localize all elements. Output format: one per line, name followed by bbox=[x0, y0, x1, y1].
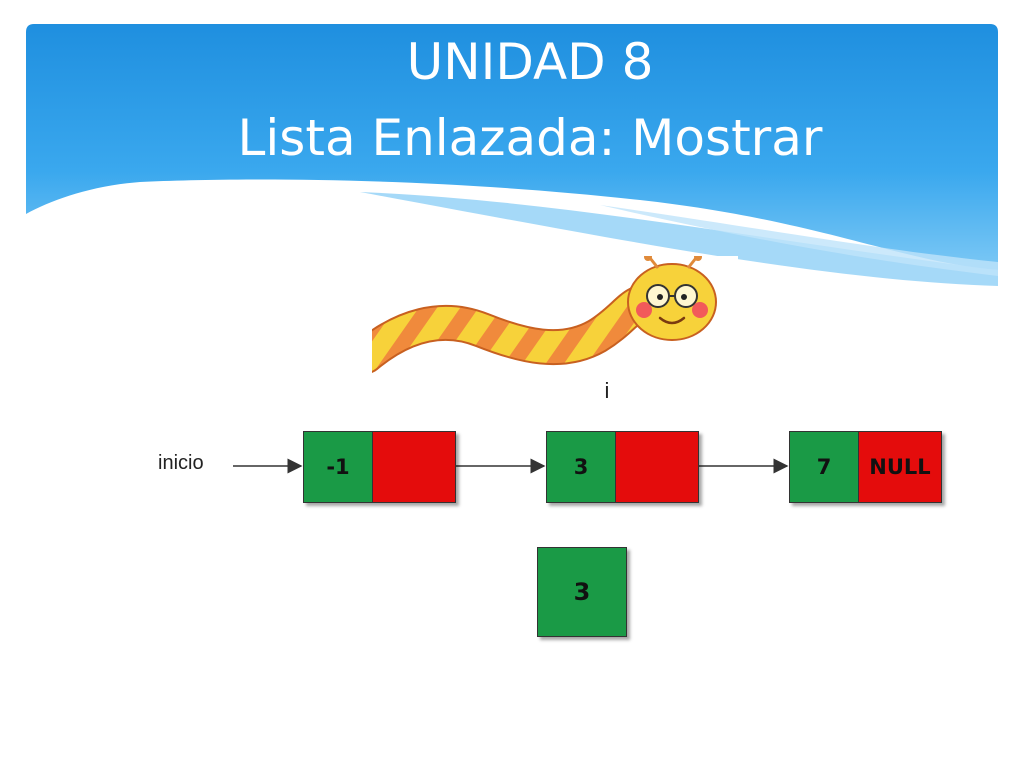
worm-icon bbox=[372, 256, 717, 373]
node-value-field: 3 bbox=[547, 432, 616, 502]
title-unit: UNIDAD 8 bbox=[406, 33, 654, 91]
node-pointer-field: NULL bbox=[859, 432, 941, 502]
list-node: 3 bbox=[546, 431, 699, 503]
worm-illustration bbox=[372, 256, 738, 374]
node-value-field: 7 bbox=[790, 432, 859, 502]
node-pointer-field bbox=[373, 432, 455, 502]
node-pointer-field bbox=[616, 432, 698, 502]
list-node: 7 NULL bbox=[789, 431, 942, 503]
list-node: -1 bbox=[303, 431, 456, 503]
list-head-label: inicio bbox=[158, 452, 204, 474]
displayed-value-box: 3 bbox=[537, 547, 627, 637]
pointer-variable-label: i bbox=[604, 378, 610, 403]
node-value-field: -1 bbox=[304, 432, 373, 502]
header-wave-background bbox=[26, 24, 998, 286]
title-topic: Lista Enlazada: Mostrar bbox=[237, 109, 823, 167]
